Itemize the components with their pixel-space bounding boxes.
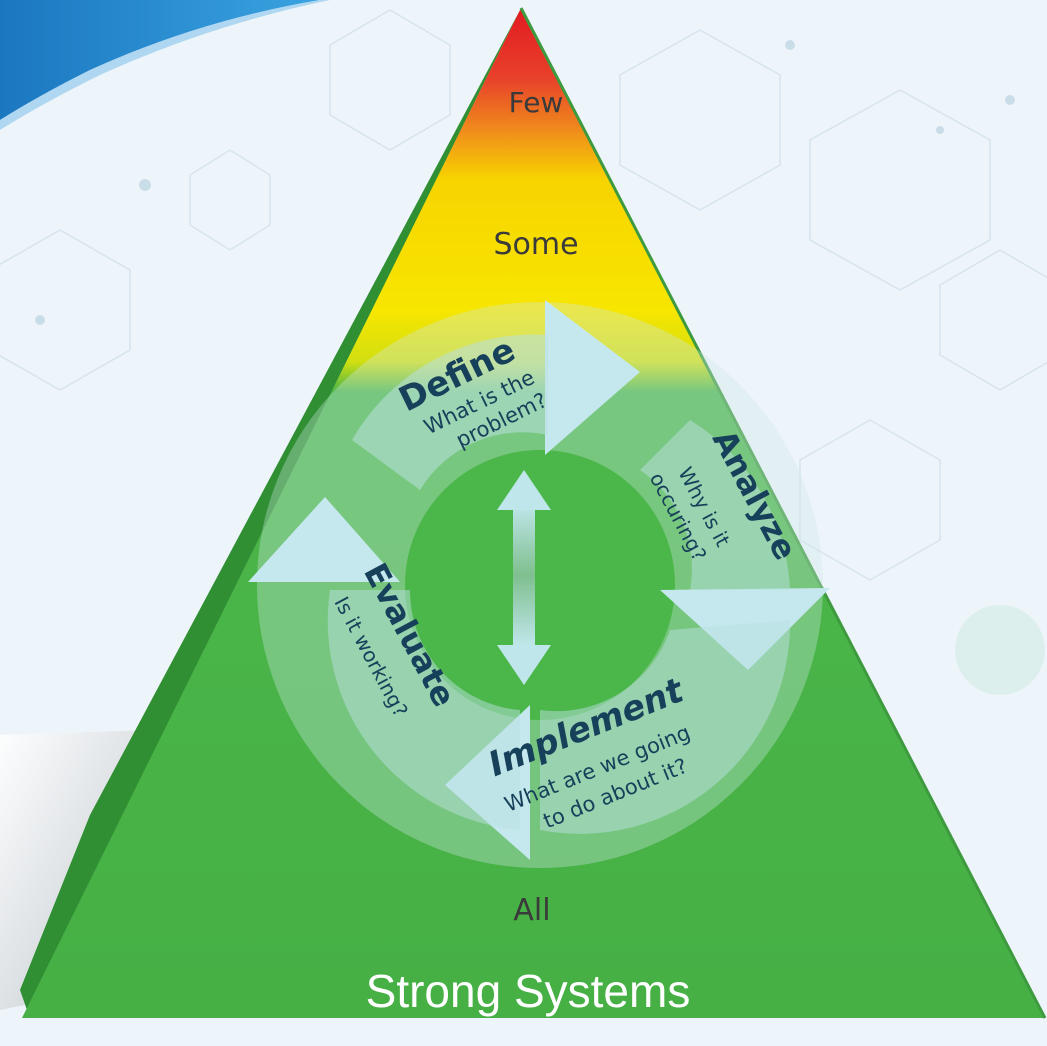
tier-label-all: All	[513, 893, 550, 928]
cycle-diagram: Define What is the problem? Analyze Why …	[248, 300, 830, 868]
pyramid-side-shadow	[20, 10, 520, 1010]
evaluate-arrow-head	[248, 497, 400, 582]
background-pattern	[0, 9, 1047, 695]
define-arrow-head	[545, 300, 640, 455]
pyramid-caption: Strong Systems	[366, 965, 691, 1017]
tier-label-few: Few	[509, 86, 564, 119]
tier-label-some: Some	[493, 227, 578, 262]
double-arrow-icon	[497, 470, 551, 685]
header-banner	[0, 0, 320, 120]
